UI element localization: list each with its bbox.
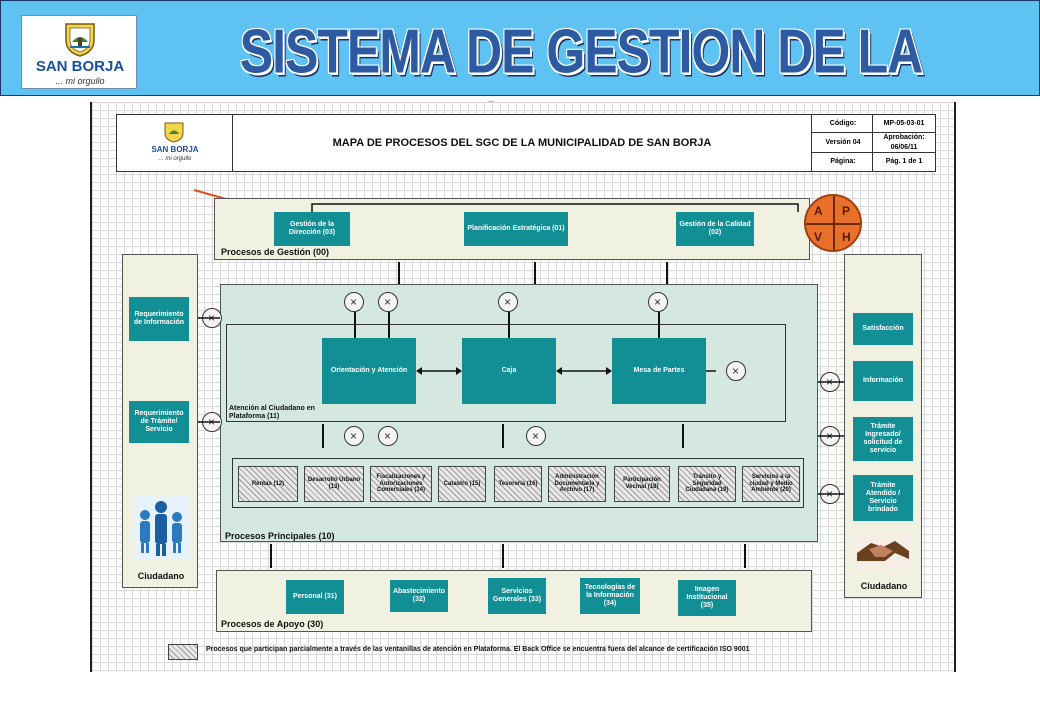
main-process-box: Tesorería (16) <box>494 466 542 502</box>
connector-arrow <box>682 424 684 448</box>
main-process-box: Fiscalizaciones y Autorizaciones Comerci… <box>370 466 432 502</box>
connector-arrow <box>354 312 356 338</box>
connector-arrow <box>398 262 400 284</box>
interface-node <box>344 292 364 312</box>
document-header: SAN BORJA ... mi orgullo MAPA DE PROCESO… <box>116 114 936 172</box>
right-ciudadano-label: Ciudadano <box>860 581 908 591</box>
interface-node <box>498 292 518 312</box>
connector-arrow <box>744 544 746 568</box>
connector-arrow <box>658 312 660 338</box>
aprobacion-label: Aprobación: <box>883 134 925 141</box>
principales-label: Procesos Principales (10) <box>225 531 335 541</box>
san-borja-logo: SAN BORJA ... mi orgullo <box>21 15 137 89</box>
pdca-act: A <box>814 204 823 218</box>
connector-arrow <box>502 544 504 568</box>
pdca-verify: V <box>814 230 823 244</box>
apoyo-label: Procesos de Apoyo (30) <box>221 619 324 629</box>
codigo-value: MP-05-03-01 <box>873 115 935 133</box>
connector-arrow <box>388 312 390 338</box>
right-ciudadano-frame: Satisfacción Información Trámite Ingresa… <box>844 254 922 598</box>
pdca-cycle: A P V H <box>804 194 862 252</box>
side-connectors <box>818 381 844 495</box>
pdca-divider <box>806 223 860 225</box>
interface-node <box>726 361 746 381</box>
aprobacion-field: Aprobación: 06/06/11 <box>873 133 935 153</box>
connector-arrow <box>508 312 510 338</box>
connector-arrow <box>534 262 536 284</box>
plataforma-process-box: Orientación y Atención <box>322 338 416 404</box>
feedback-arrow <box>311 203 799 212</box>
plataforma-process-box: Caja <box>462 338 556 404</box>
aprobacion-value: 06/06/11 <box>890 144 918 151</box>
doc-logo-tagline: ... mi orgullo <box>158 156 192 162</box>
main-process-box: Tránsito y Seguridad Ciudadana (19) <box>678 466 736 502</box>
codigo-label: Código: <box>812 115 874 133</box>
logo-tagline: ... mi orgullo <box>55 76 105 86</box>
doc-logo-name: SAN BORJA <box>151 145 199 154</box>
support-process-box: Tecnologías de la Información (34) <box>580 578 640 614</box>
output-box: Información <box>853 361 913 401</box>
plataforma-process-box: Mesa de Partes <box>612 338 706 404</box>
support-process-box: Servicios Generales (33) <box>488 578 546 614</box>
support-process-box: Personal (31) <box>286 580 344 614</box>
main-process-box: Servicios a la ciudad y Medio Ambiente (… <box>742 466 800 502</box>
plataforma-label: Atención al Ciudadano en Plataforma (11) <box>229 405 315 420</box>
left-ciudadano-frame: Requerimiento de Información Requerimien… <box>122 254 198 588</box>
doc-logo: SAN BORJA ... mi orgullo <box>117 115 233 171</box>
requirement-box: Requerimiento de Información <box>129 297 189 341</box>
version-label: Versión 04 <box>812 133 874 153</box>
process-map-canvas: SAN BORJA ... mi orgullo MAPA DE PROCESO… <box>90 102 956 672</box>
coat-of-arms-icon <box>164 122 184 143</box>
main-process-box: Rentas (12) <box>238 466 298 502</box>
main-process-box: Administración Documentaria y Archivo (1… <box>548 466 606 502</box>
handshake-icon <box>855 531 911 569</box>
doc-meta-values: MP-05-03-01 Aprobación: 06/06/11 Pág. 1 … <box>873 115 935 171</box>
logo-name: SAN BORJA <box>35 58 125 75</box>
interface-node <box>378 426 398 446</box>
connector-arrow <box>322 424 324 448</box>
pagina-label: Página: <box>830 158 856 165</box>
output-box: Satisfacción <box>853 313 913 345</box>
gestion-process-box: Gestión de la Calidad (02) <box>676 212 754 246</box>
connector-arrow <box>502 424 504 448</box>
support-process-box: Abastecimiento (32) <box>390 580 448 612</box>
interface-node <box>526 426 546 446</box>
header-banner: SAN BORJA ... mi orgullo SISTEMA DE GEST… <box>0 0 1040 159</box>
legend-text: Procesos que participan parcialmente a t… <box>206 646 750 653</box>
main-process-box: Desarrollo Urbano (13) <box>304 466 364 502</box>
main-process-box: Catastro (15) <box>438 466 486 502</box>
connector-arrow <box>666 262 668 284</box>
gestion-process-box: Gestión de la Dirección (03) <box>274 212 350 246</box>
pdca-plan: P <box>842 204 851 218</box>
main-process-box: Participación Vecinal (18) <box>614 466 670 502</box>
interface-node <box>378 292 398 312</box>
gestion-process-box: Planificación Estratégica (01) <box>464 212 568 246</box>
left-ciudadano-label: Ciudadano <box>137 571 185 581</box>
requirement-box: Requerimiento de Trámite/ Servicio <box>129 401 189 443</box>
side-connectors <box>198 317 220 423</box>
doc-meta-labels: Código: Versión 04 Página: <box>811 115 874 171</box>
connector-arrow <box>270 544 272 568</box>
output-box: Trámite Ingresado/ solicitud de servicio <box>853 417 913 461</box>
pagina-value: Pág. 1 de 1 <box>885 158 923 165</box>
interface-node <box>344 426 364 446</box>
citizens-icon <box>133 495 189 559</box>
coat-of-arms-icon <box>65 23 95 57</box>
pdca-do: H <box>842 230 851 244</box>
interface-node <box>648 292 668 312</box>
support-process-box: Imagen Institucional (35) <box>678 580 736 616</box>
plataforma-connectors <box>416 367 716 375</box>
output-box: Trámite Atendido / Servicio brindado <box>853 475 913 521</box>
doc-title: MAPA DE PROCESOS DEL SGC DE LA MUNICIPAL… <box>332 137 712 149</box>
legend-swatch <box>168 644 198 660</box>
gestion-label: Procesos de Gestión (00) <box>221 247 330 257</box>
